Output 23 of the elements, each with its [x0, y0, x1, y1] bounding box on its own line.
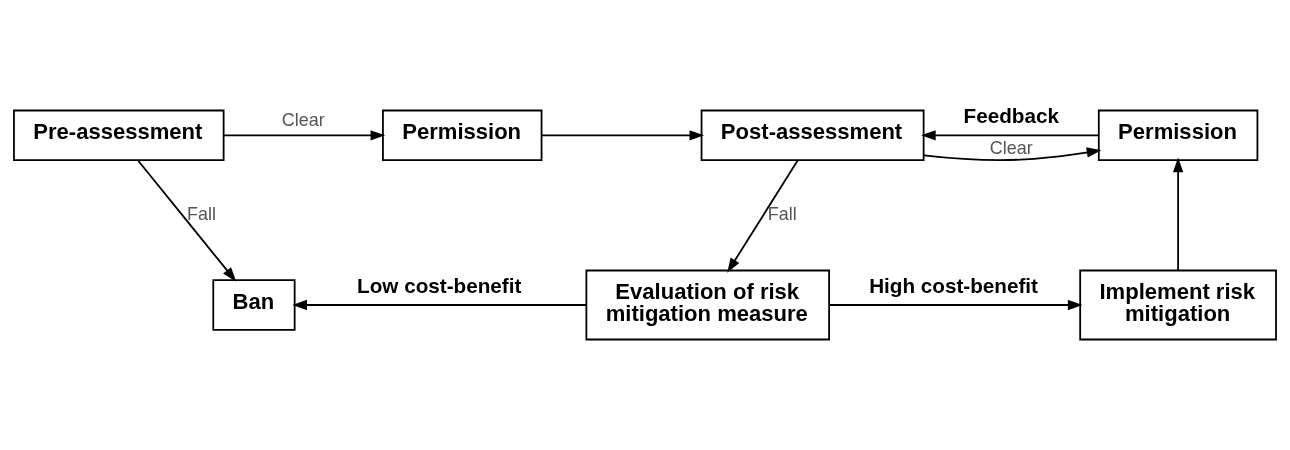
arrow	[1172, 157, 1184, 272]
arrow	[727, 159, 799, 273]
edge-label: Clear	[281, 110, 325, 131]
node-box: Permission	[382, 109, 543, 162]
node-box: Ban	[212, 279, 296, 331]
arrow	[540, 130, 705, 141]
edge-label: Fall	[767, 204, 797, 225]
edge-label: Low cost-benefit	[357, 273, 522, 297]
node-box: Evaluation of risk mitigation measure	[585, 269, 831, 341]
arrow	[136, 159, 237, 282]
arrow	[292, 299, 588, 311]
node-box: Post-assessment	[700, 109, 925, 162]
edge-label: High cost-benefit	[869, 273, 1038, 297]
node-box: Pre-assessment	[13, 109, 225, 162]
arrow	[921, 130, 1100, 141]
arrow	[222, 130, 386, 141]
edge-label: Feedback	[963, 103, 1059, 127]
edge-label: Fall	[187, 204, 216, 225]
node-box: Implement risk mitigation	[1079, 269, 1277, 341]
edge-label: Clear	[989, 137, 1033, 158]
node-box: Permission	[1097, 109, 1259, 162]
arrow	[923, 147, 1102, 161]
arrow	[828, 299, 1083, 311]
